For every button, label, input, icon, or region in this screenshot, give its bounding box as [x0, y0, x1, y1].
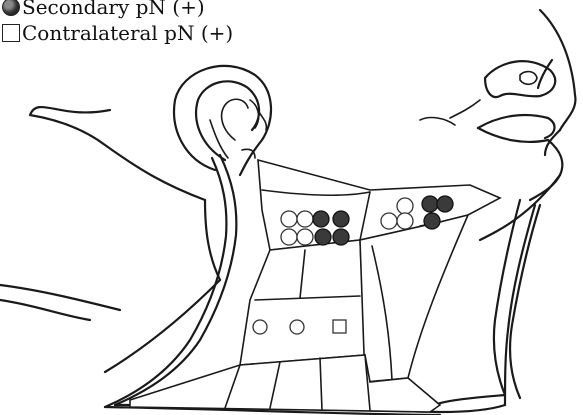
legend-label-contralateral: Contralateral pN (+) — [22, 20, 233, 46]
open-circle-icon — [281, 229, 297, 245]
filled-circle-icon — [333, 211, 349, 227]
filled-circle-icon — [437, 196, 453, 212]
legend-row-contralateral: Contralateral pN (+) — [0, 20, 233, 46]
open-circle-icon — [290, 320, 304, 334]
open-circle-icon — [297, 229, 313, 245]
open-circle-icon — [381, 213, 397, 229]
filled-circle-icon — [315, 229, 331, 245]
filled-circle-icon — [313, 211, 329, 227]
filled-circle-icon — [422, 196, 438, 212]
legend-row-secondary: Secondary pN (+) — [0, 0, 233, 20]
filled-circle-icon — [333, 229, 349, 245]
open-square-icon — [2, 24, 20, 42]
neck-regions — [105, 155, 535, 415]
open-circle-icon — [397, 213, 413, 229]
legend-label-secondary: Secondary pN (+) — [22, 0, 205, 20]
open-circle-icon — [397, 198, 413, 214]
open-circle-icon — [281, 211, 297, 227]
open-square-icon — [333, 320, 346, 333]
filled-circle-icon — [424, 213, 440, 229]
open-circle-icon — [253, 320, 267, 334]
open-circle-icon — [297, 211, 313, 227]
filled-circle-icon — [2, 0, 20, 16]
legend: Secondary pN (+) Contralateral pN (+) — [0, 0, 233, 46]
